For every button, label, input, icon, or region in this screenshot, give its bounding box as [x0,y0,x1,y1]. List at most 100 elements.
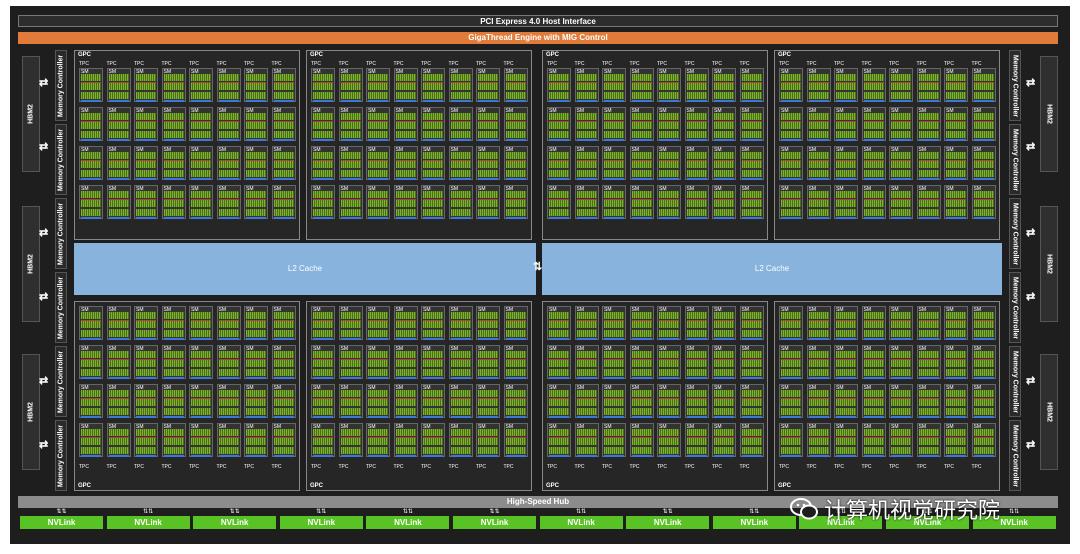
cuda-core-block [631,161,652,168]
sm-label: SM [478,186,486,192]
tpc-label: TPC [106,61,117,67]
sm-label: SM [863,346,872,352]
sm-unit: SM [161,345,186,379]
sm-register-strip [423,199,443,200]
sm-label: SM [863,385,872,391]
sm-cache-strip [423,139,443,141]
sm-unit: SM [448,107,473,141]
cuda-core-block [576,351,597,358]
cuda-core-block [81,161,101,168]
cuda-core-block [450,74,471,81]
cuda-core-block [863,74,884,81]
cuda-core-block [604,360,624,367]
cuda-core-block [576,200,597,207]
cuda-core-block [423,170,443,177]
sm-register-strip [273,359,294,360]
sm-label: SM [340,186,349,192]
sm-label: SM [604,186,612,192]
sm-unit: SM [311,107,335,141]
cuda-core-block [450,113,471,120]
cuda-core-block [108,200,129,207]
sm-unit: SM [889,423,913,457]
cuda-core-block [946,447,966,454]
sm-register-strip [686,160,707,161]
sm-unit: SM [657,306,681,340]
sm-cache-strip [273,139,294,141]
memory-controller: Memory Controller [55,272,67,343]
tpc-label: TPC [393,61,404,67]
cuda-core-block [313,83,333,90]
sm-register-strip [163,437,184,438]
cuda-core-block [368,312,388,319]
cuda-core-block [423,200,443,207]
cuda-core-block [246,113,266,120]
sm-cache-strip [686,338,707,340]
cuda-core-block [576,161,597,168]
sm-register-strip [505,398,526,399]
cuda-core-block [576,399,597,406]
sm-unit: SM [684,306,709,340]
sm-unit: SM [916,384,941,418]
cuda-core-block [781,92,801,99]
cuda-core-block [863,170,884,177]
cuda-core-block [218,191,239,198]
cuda-core-block [714,161,734,168]
cuda-core-block [108,360,129,367]
cuda-core-block [714,408,734,415]
sm-cache-strip [863,178,884,180]
cuda-core-block [891,447,911,454]
sm-register-strip [136,199,156,200]
cuda-core-block [808,131,829,138]
sm-register-strip [604,121,624,122]
cuda-core-block [368,113,388,120]
sm-cache-strip [549,338,569,340]
sm-cache-strip [891,178,911,180]
tpc-label: TPC [161,61,172,67]
sm-cache-strip [136,416,156,418]
sm-register-strip [81,437,101,438]
cuda-core-block [478,191,498,198]
cuda-core-block [368,429,388,436]
cuda-core-block [631,399,652,406]
sm-label: SM [395,69,404,75]
cuda-core-block [549,191,569,198]
cuda-core-block [863,191,884,198]
cuda-core-block [686,131,707,138]
cuda-core-block [891,351,911,358]
sm-unit: SM [574,384,599,418]
cuda-core-block [918,369,939,376]
cuda-core-block [891,170,911,177]
sm-label: SM [714,385,722,391]
sm-label: SM [478,424,486,430]
bidirectional-arrow-icon: ⇄ [39,291,49,303]
cuda-core-block [246,200,266,207]
sm-register-strip [863,359,884,360]
tpc-label: TPC [834,61,844,67]
cuda-core-block [946,312,966,319]
sm-register-strip [686,398,707,399]
gpc-label: GPC [778,483,792,489]
cuda-core-block [136,200,156,207]
cuda-core-block [836,399,856,406]
cuda-core-block [576,113,597,120]
cuda-core-block [741,122,762,129]
cuda-core-block [631,360,652,367]
cuda-core-block [273,408,294,415]
sm-cache-strip [946,217,966,219]
sm-label: SM [918,385,927,391]
cuda-core-block [781,74,801,81]
cuda-core-block [136,122,156,129]
cuda-core-block [631,390,652,397]
cuda-core-block [340,92,361,99]
cuda-core-block [781,351,801,358]
bidirectional-arrow-icon: ⇄ [39,141,49,153]
sm-register-strip [918,160,939,161]
sm-unit: SM [806,68,831,102]
